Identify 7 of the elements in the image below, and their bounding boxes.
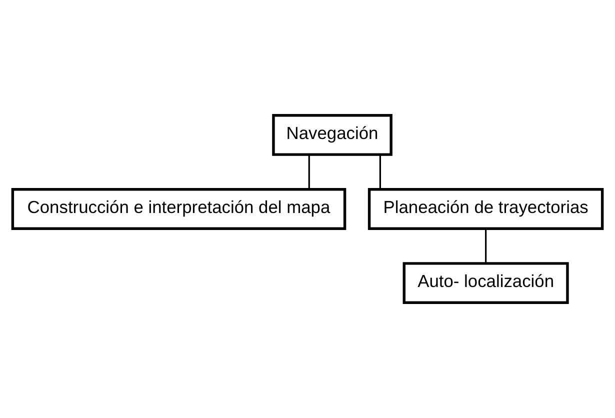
connector (308, 154, 310, 190)
node-box: Construcción e interpretación del mapa (11, 188, 346, 230)
node-box: Navegación (272, 114, 392, 156)
node-box: Planeación de trayectorias (368, 188, 604, 230)
node-box: Auto- localización (402, 262, 569, 304)
connector (379, 154, 381, 190)
connector (484, 228, 487, 264)
